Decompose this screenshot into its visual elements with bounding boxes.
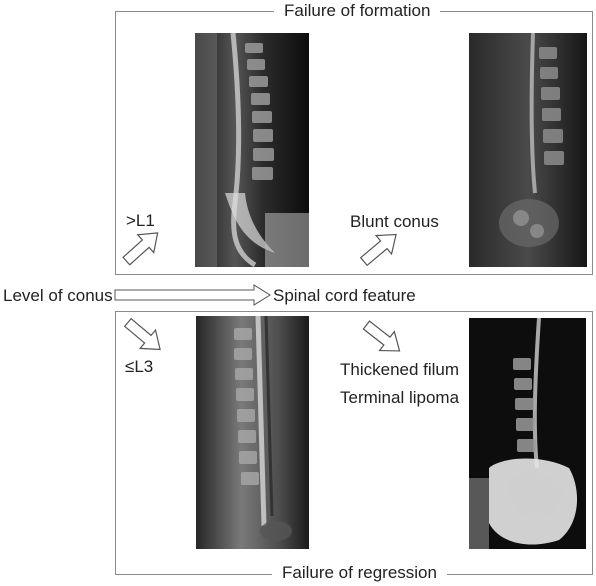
- level-of-conus-label: Level of conus: [3, 286, 113, 305]
- up-right-arrow-icon: [359, 233, 397, 267]
- mri-image-blunt-conus: [469, 33, 587, 267]
- blunt-conus-label: Blunt conus: [350, 212, 439, 231]
- above-l1-label: >L1: [126, 211, 155, 230]
- failure-of-formation-title: Failure of formation: [274, 1, 441, 21]
- mri-image-high-conus-formation: [195, 33, 309, 267]
- up-right-arrow-icon: [122, 232, 159, 266]
- terminal-lipoma-label: Terminal lipoma: [340, 388, 460, 407]
- mri-image-low-conus-regression: [196, 316, 309, 549]
- mri-image-terminal-lipoma: [469, 318, 586, 549]
- spinal-cord-feature-label: Spinal cord feature: [273, 286, 416, 305]
- thickened-filum-label: Thickened filum: [340, 360, 460, 379]
- down-right-arrow-icon: [362, 320, 401, 352]
- down-right-arrow-icon: [123, 317, 161, 351]
- failure-of-regression-title: Failure of regression: [272, 563, 447, 583]
- below-l3-label: ≤L3: [125, 357, 154, 376]
- main-axis-arrow-icon: [114, 284, 271, 306]
